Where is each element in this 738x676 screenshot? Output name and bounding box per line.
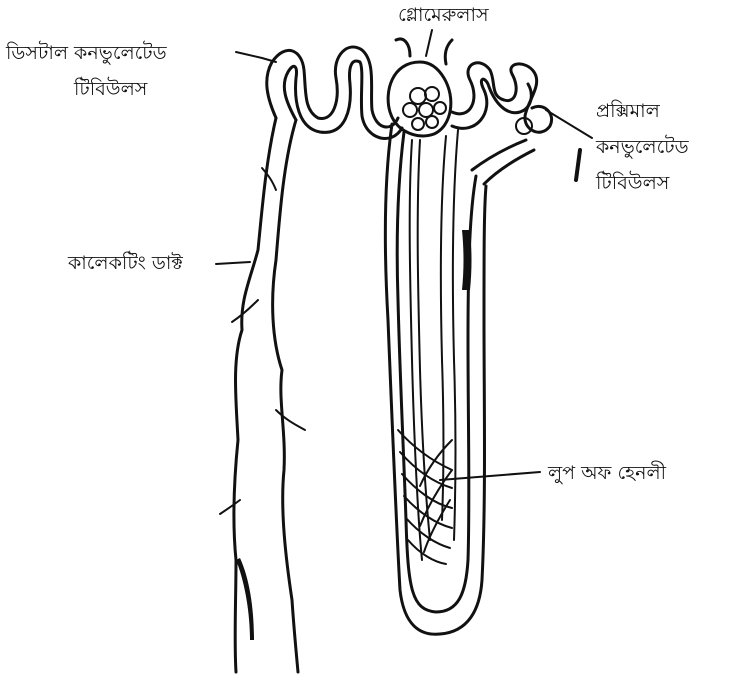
label-distal-convoluted-tubule-line1: ডিসটাল কনভুলেটেড xyxy=(6,36,167,70)
leader-lines xyxy=(216,30,592,480)
label-glomerulus: গ্লোমেরুলাস xyxy=(398,0,489,32)
loop-of-henle xyxy=(385,124,486,634)
label-collecting-duct: কালেকটিং ডাক্ট xyxy=(68,246,183,280)
proximal-leader xyxy=(546,110,592,138)
distal-leader xyxy=(236,52,276,62)
proximal-tick xyxy=(576,150,580,180)
label-proximal-line1: প্রক্সিমাল xyxy=(596,94,660,128)
collecting-leader xyxy=(216,262,250,264)
collecting-duct xyxy=(220,118,305,672)
label-proximal-line3: টিবিউলস xyxy=(596,166,669,200)
distal-convoluted-tubule xyxy=(267,47,402,139)
glomerulus-leader xyxy=(426,30,432,56)
label-proximal-line2: কনভুলেটেড xyxy=(596,130,689,164)
label-loop-of-henle: লুপ অফ হেনলী xyxy=(548,456,666,490)
proximal-convoluted-tubule xyxy=(452,63,552,184)
label-distal-convoluted-tubule-line2: টিবিউলস xyxy=(74,72,147,106)
